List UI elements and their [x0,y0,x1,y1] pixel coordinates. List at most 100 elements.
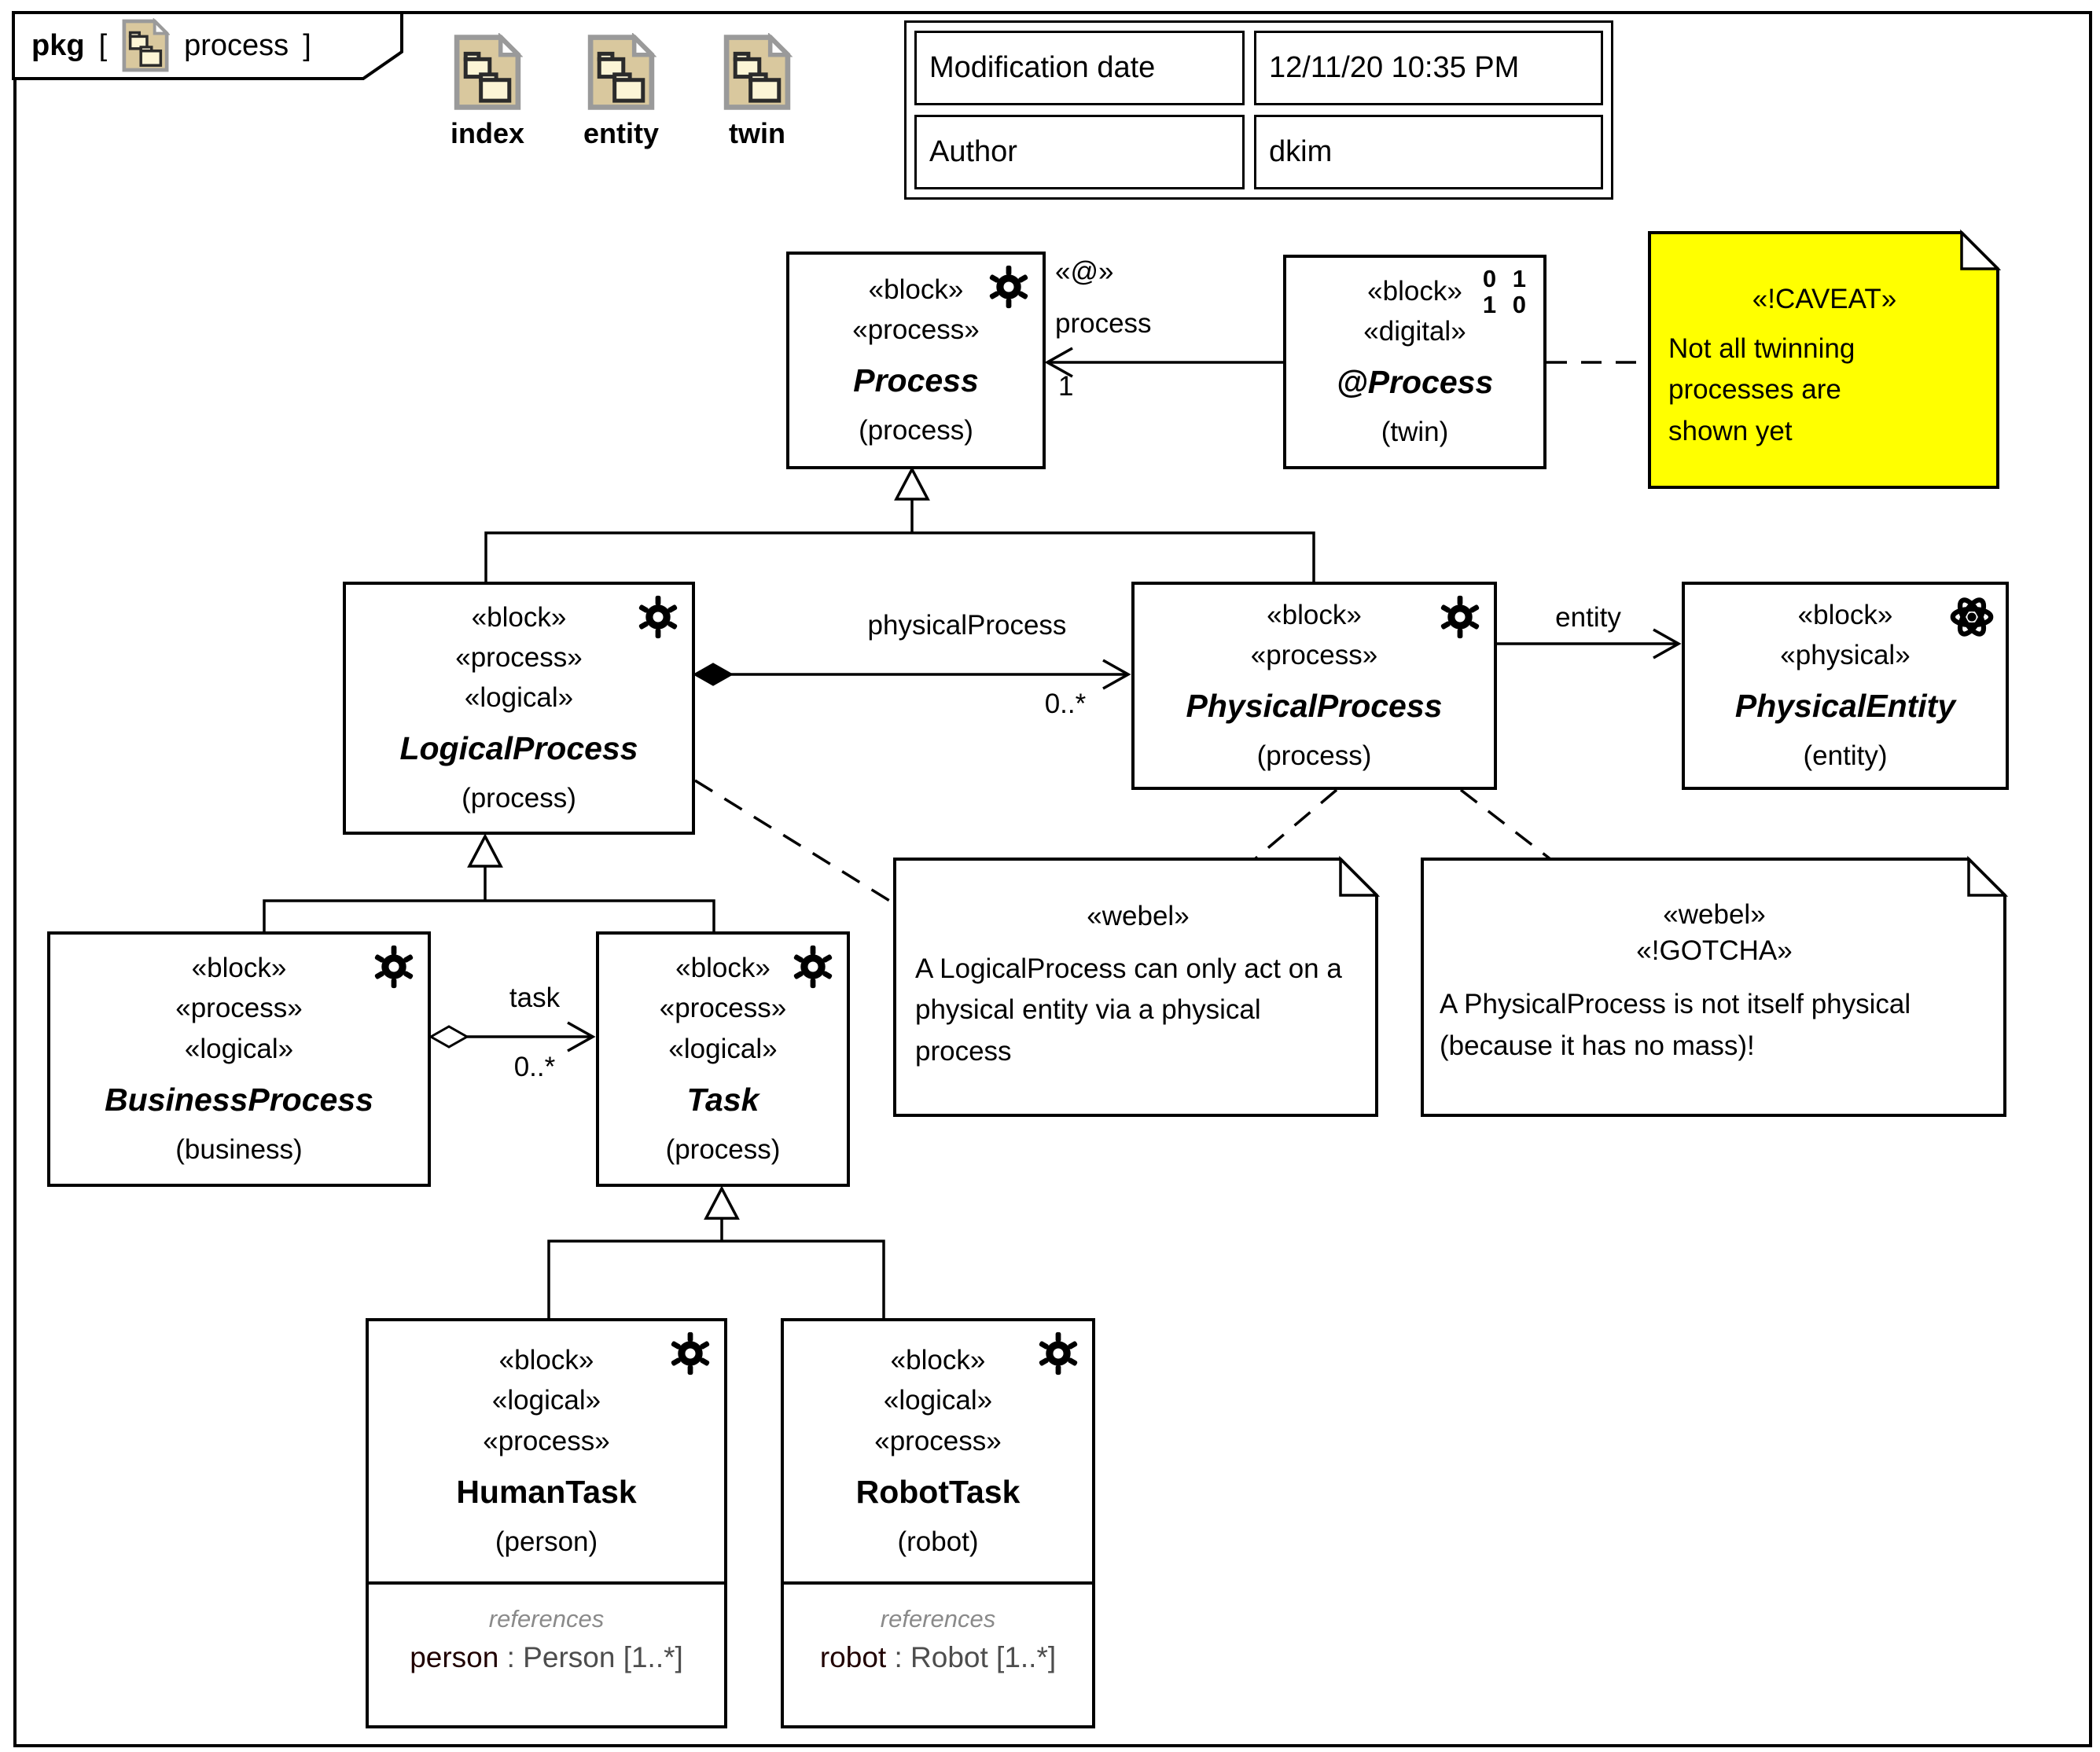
block-package: (process) [665,1133,781,1165]
stereotype: «logical» [491,1385,601,1416]
stereotype: «block» [1367,275,1462,307]
stereotype: «process» [483,1425,610,1456]
note-fold-icon [1960,229,2002,270]
gear-icon [668,1331,713,1376]
block-physical-process[interactable]: «block» «process» PhysicalProcess (proce… [1131,582,1497,790]
open-arrowhead [1044,347,1073,378]
stereotype: «block» [1797,599,1893,630]
note-stereotype: «!GOTCHA» [1636,935,1793,966]
frame-diagram-name: process [184,28,289,62]
stereotype: «physical» [1780,640,1911,670]
block-package: (person) [495,1526,598,1557]
stereotype: «logical» [883,1385,993,1416]
compartment-label: references [488,1605,605,1633]
block-robot-task[interactable]: «block» «logical» «process» RobotTask (r… [781,1318,1095,1728]
edge-name: process [1055,308,1152,339]
stereotype: «block» [191,953,287,984]
stereotype: «process» [874,1425,1002,1456]
references-compartment: references robot : Robot [1..*] [784,1581,1092,1674]
palette-item-index[interactable]: index [440,31,535,150]
block-physical-entity[interactable]: «block» «physical» PhysicalEntity (entit… [1682,582,2009,790]
generalization-triangle [467,833,503,868]
stereotype: «block» [471,601,567,633]
frame-kind-label: pkg [31,28,85,62]
stereotype: «process» [175,993,303,1024]
frame-tab-shape [12,11,403,80]
package-file-icon [723,31,793,110]
frame-tab: pkg [ process ] [31,17,311,72]
composition-diamond [692,663,734,686]
block-logical-process[interactable]: «block» «process» «logical» LogicalProce… [343,582,695,835]
open-arrowhead [567,1021,596,1052]
block-package: (robot) [897,1526,979,1557]
block-package: (entity) [1803,740,1888,772]
package-file-icon [121,17,171,73]
caveat-note-shape[interactable] [1648,231,1999,489]
gotcha-note[interactable]: «webel» «!GOTCHA» A PhysicalProcess is n… [1422,859,2005,1115]
block-name: Process [853,362,979,399]
references-compartment: references person : Person [1..*] [369,1581,724,1674]
caveat-note[interactable]: «!CAVEAT» Not all twinning processes are… [1649,233,1998,487]
generalization-triangle [704,1185,740,1220]
note-fold-icon [1967,855,2009,897]
block-task[interactable]: «block» «process» «logical» Task (proces… [596,931,850,1187]
webel-note[interactable]: «webel» A LogicalProcess can only act on… [895,859,1377,1115]
info-label: Author [914,115,1245,189]
stereotype: «block» [1267,599,1362,630]
stereotype: «logical» [668,1033,778,1064]
bracket: [ [98,28,108,62]
note-text: A LogicalProcess can only act on a physi… [915,953,1342,1067]
block-name: HumanTask [456,1473,637,1510]
edge-multiplicity: 0..* [513,1052,556,1082]
edge-multiplicity: 1 [1058,371,1074,402]
stereotype: «block» [498,1345,594,1376]
info-value: dkim [1254,115,1603,189]
diagram-info-table: Modification date 12/11/20 10:35 PM Auth… [904,20,1613,200]
edge-name: task [509,983,561,1013]
package-file-icon [587,31,657,110]
palette-item-entity[interactable]: entity [574,31,668,150]
block-name: BusinessProcess [105,1081,373,1118]
gear-icon [1437,594,1483,640]
note-stereotype: «webel» [1087,901,1190,931]
stereotype: «process» [852,314,980,345]
note-text: A PhysicalProcess is not itself physical… [1440,989,1911,1061]
block-name: @Process [1336,364,1494,401]
stereotype: «block» [890,1345,986,1376]
gear-icon [790,944,836,990]
block-package: (process) [462,783,576,814]
block-package: (process) [859,415,973,446]
palette-item-twin[interactable]: twin [710,31,804,150]
block-process[interactable]: «block» «process» Process (process) [786,252,1046,469]
package-file-icon [454,31,524,110]
block-at-process[interactable]: 0 1 1 0 «block» «digital» @Process (twin… [1283,255,1546,469]
info-value: 12/11/20 10:35 PM [1254,31,1603,105]
stereotype: «logical» [464,682,574,714]
block-package: (twin) [1381,417,1449,448]
edge-name: physicalProcess [867,610,1067,641]
block-package: (process) [1256,740,1372,772]
block-name: PhysicalEntity [1734,688,1956,725]
webel-note-shape[interactable] [893,858,1378,1117]
note-stereotype: «!CAVEAT» [1752,284,1897,314]
block-name: RobotTask [855,1473,1021,1510]
edge-multiplicity: 0..* [1044,689,1087,719]
stereotype: «process» [455,641,583,673]
reference-property: robot : Robot [1..*] [819,1641,1057,1673]
palette-item-label: index [450,117,525,149]
stereotype: «block» [868,274,964,305]
block-human-task[interactable]: «block» «logical» «process» HumanTask (p… [366,1318,727,1728]
stereotype: «block» [675,953,770,984]
block-business-process[interactable]: «block» «process» «logical» BusinessProc… [47,931,431,1187]
binary-icon: 0 1 1 0 [1482,265,1531,319]
stereotype: «process» [1250,640,1378,670]
info-label: Modification date [914,31,1245,105]
block-package: (business) [175,1133,303,1165]
generalization-triangle [894,466,930,501]
gear-icon [1035,1331,1081,1376]
edge-name: entity [1555,602,1621,633]
compartment-label: references [880,1605,996,1633]
gotcha-note-shape[interactable] [1421,858,2006,1117]
